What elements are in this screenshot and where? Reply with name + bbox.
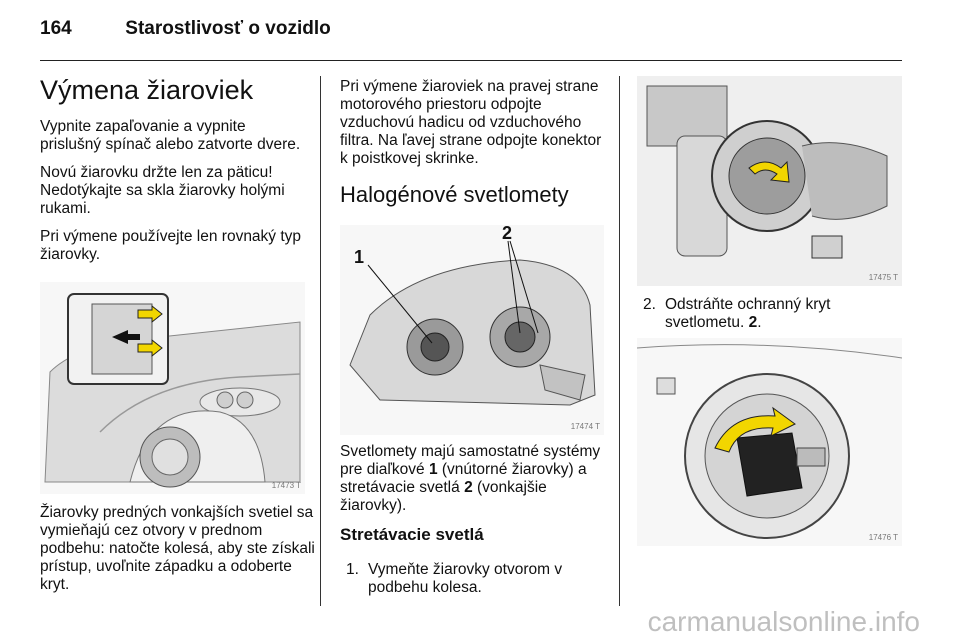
step-2: 2. Odstráňte ochranný kryt svetlometu. 2… xyxy=(643,296,903,332)
car-front-illustration: 17473 T xyxy=(40,282,305,494)
section-heading: Halogénové svetlomety xyxy=(340,182,569,207)
headlamp-illustration: 1 2 17474 T xyxy=(340,223,604,435)
paragraph: Novú žiarovku držte len za päticu! Nedot… xyxy=(40,164,285,217)
left-column: Výmena žiaroviek Vypnite zapaľovanie a v… xyxy=(40,74,308,274)
chapter-title: Starostlivosť o vozidlo xyxy=(125,18,331,39)
step-number: 2. xyxy=(643,296,656,313)
left-column-bottom: Žiarovky predných vonkajších svetiel sa … xyxy=(40,504,318,604)
engine-bay-drawing xyxy=(637,76,902,286)
column-divider-1 xyxy=(320,76,321,606)
headlamp-drawing xyxy=(340,225,604,435)
paragraph: Vypnite zapaľovanie a vypnite prislušný … xyxy=(40,118,301,153)
figure-code: 17473 T xyxy=(271,481,301,490)
ref-number: 2 xyxy=(748,314,758,331)
subheading: Stretávacie svetlá xyxy=(340,525,484,544)
middle-column-bottom: Svetlomety majú samostatné systémy pre d… xyxy=(340,443,606,545)
car-front-drawing xyxy=(40,282,305,494)
page-number: 164 xyxy=(40,18,72,39)
ref-number: 1 xyxy=(428,461,438,478)
page-header: 164 Starostlivosť o vozidlo xyxy=(40,18,331,40)
middle-column: Pri výmene žiaroviek na pravej strane mo… xyxy=(340,78,606,208)
lamp-cover-illustration: 17476 T xyxy=(636,338,903,546)
callout-label-2: 2 xyxy=(502,223,513,243)
figure-code: 17474 T xyxy=(570,422,600,431)
column-divider-2 xyxy=(619,76,620,606)
figure-code: 17476 T xyxy=(868,533,898,542)
lamp-cover-drawing xyxy=(636,338,903,546)
step-text: Vymeňte žiarovky otvorom v podbehu koles… xyxy=(368,561,563,596)
figure-code: 17475 T xyxy=(868,273,898,282)
ref-number: 2 xyxy=(464,479,473,496)
paragraph: Pri výmene žiaroviek na pravej strane mo… xyxy=(340,78,602,167)
text: (vonkajšie žiarovky). xyxy=(340,479,547,514)
paragraph: Žiarovky predných vonkajších svetiel sa … xyxy=(40,504,315,593)
engine-bay-illustration: 17475 T xyxy=(637,76,902,286)
paragraph: Svetlomety majú samostatné systémy pre d… xyxy=(340,443,606,515)
step-1: 1. Vymeňte žiarovky otvorom v podbehu ko… xyxy=(346,561,608,597)
step-number: 1. xyxy=(346,561,359,578)
section-heading: Výmena žiaroviek xyxy=(40,75,254,105)
paragraph: Pri výmene používejte len rovnaký typ ži… xyxy=(40,228,302,263)
text: . xyxy=(757,314,762,331)
header-rule xyxy=(40,60,902,61)
text: Odstráňte ochranný kryt svetlometu. xyxy=(665,296,831,331)
text: (vnútorné žiarovky) a stretávacie svetlá xyxy=(340,461,587,496)
watermark: carmanualsonline.info xyxy=(647,606,920,637)
step-text: Odstráňte ochranný kryt svetlometu. 2. xyxy=(663,296,903,332)
callout-label-1: 1 xyxy=(354,247,365,267)
text: Svetlomety majú samostatné systémy pre d… xyxy=(340,443,601,478)
